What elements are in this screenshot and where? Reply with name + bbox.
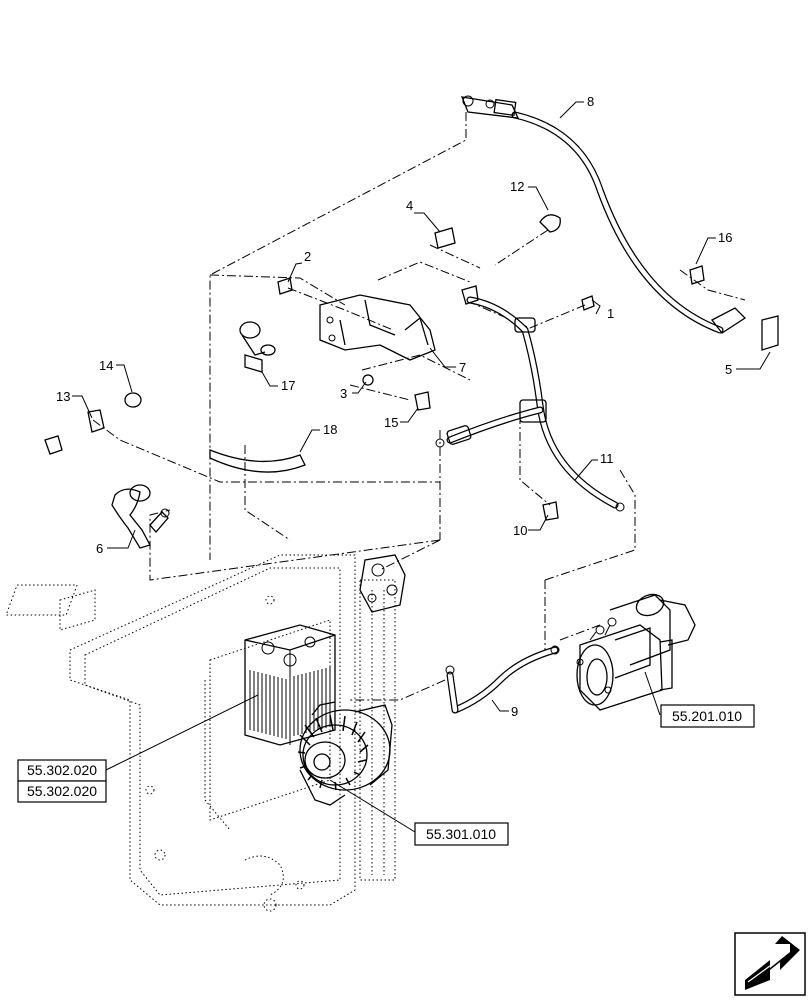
callout-17[interactable]: 17 (281, 378, 295, 393)
ref-heater-b[interactable]: 55.302.020 (17, 780, 107, 803)
reference-boxes: 55.201.010 55.301.010 55.302.020 55.302.… (17, 704, 755, 846)
cable-9 (445, 645, 560, 714)
bracket-7 (319, 294, 436, 361)
callout-14[interactable]: 14 (99, 358, 113, 373)
assembly-lines (92, 112, 746, 701)
callout-12[interactable]: 12 (510, 179, 524, 194)
callout-9[interactable]: 9 (511, 704, 518, 719)
leader-lines (72, 101, 771, 833)
solenoid-block (359, 554, 406, 613)
connector-17 (239, 321, 276, 373)
svg-text:55.201.010: 55.201.010 (672, 708, 742, 724)
callout-11[interactable]: 11 (600, 451, 614, 466)
callout-4[interactable]: 4 (406, 198, 413, 213)
next-page-arrow-icon[interactable] (734, 932, 806, 996)
callout-15[interactable]: 15 (384, 415, 398, 430)
callout-13[interactable]: 13 (56, 389, 70, 404)
alternator (297, 701, 393, 806)
callout-6[interactable]: 6 (96, 541, 103, 556)
callout-1[interactable]: 1 (607, 306, 614, 321)
svg-text:55.301.010: 55.301.010 (426, 826, 496, 842)
ref-alternator[interactable]: 55.301.010 (414, 822, 509, 846)
callout-7[interactable]: 7 (459, 360, 466, 375)
grid-heater (244, 624, 336, 746)
callout-5[interactable]: 5 (725, 362, 732, 377)
callout-8[interactable]: 8 (587, 94, 594, 109)
ref-heater-a[interactable]: 55.302.020 (17, 759, 107, 782)
battery-cable-8 (460, 95, 747, 334)
engine-frame (5, 554, 396, 912)
svg-text:55.302.020: 55.302.020 (27, 762, 97, 778)
terminal-6 (111, 484, 170, 549)
callout-18[interactable]: 18 (323, 422, 337, 437)
ref-starter[interactable]: 55.201.010 (660, 704, 755, 728)
callout-16[interactable]: 16 (718, 230, 732, 245)
callout-10[interactable]: 10 (513, 523, 527, 538)
svg-text:55.302.020: 55.302.020 (27, 783, 97, 799)
cable-11 (435, 285, 625, 512)
callout-numbers: 1 2 3 4 5 6 7 8 9 10 11 12 13 14 15 16 1… (56, 94, 732, 719)
small-parts (44, 214, 779, 521)
strap-18 (209, 449, 306, 473)
callout-3[interactable]: 3 (340, 386, 347, 401)
starter-motor (576, 593, 696, 711)
callout-2[interactable]: 2 (304, 249, 311, 264)
